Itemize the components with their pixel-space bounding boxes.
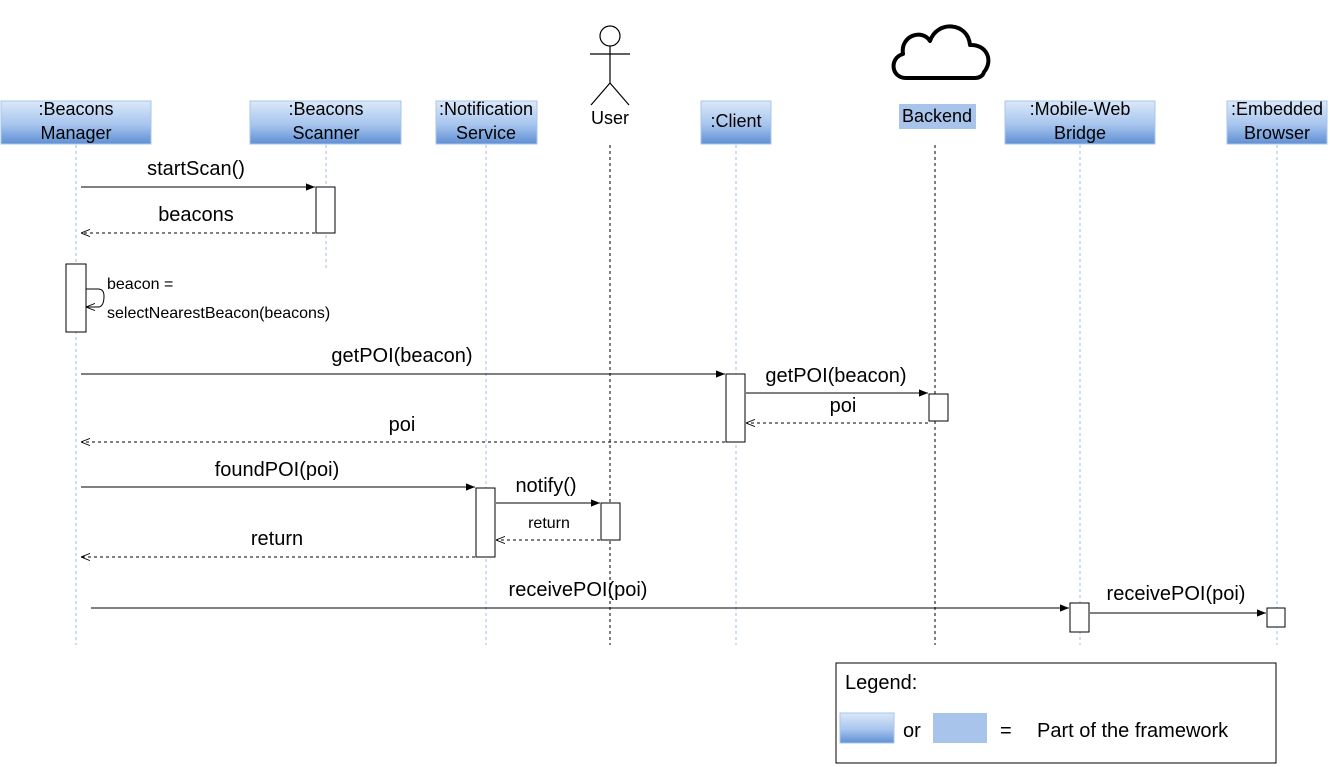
stick-figure-actor-icon xyxy=(590,25,630,106)
message-found-poi-label: foundPOI(poi) xyxy=(215,459,340,481)
message-poi-client-return-label: poi xyxy=(389,414,416,436)
participant-beacons-manager[interactable]: :Beacons Manager xyxy=(0,99,152,145)
message-poi-client-return: poi xyxy=(81,414,725,442)
message-receive-poi-browser-label: receivePOI(poi) xyxy=(1107,583,1246,605)
participant-user-label: User xyxy=(591,108,629,128)
cloud-icon xyxy=(891,24,991,80)
message-notify: notify() xyxy=(496,475,600,507)
message-beacons-return: beacons xyxy=(81,204,315,233)
participant-embedded-browser-line2: Browser xyxy=(1244,123,1310,143)
activation-bars xyxy=(65,186,1286,633)
message-get-poi-client-label: getPOI(beacon) xyxy=(331,345,472,367)
activation-user xyxy=(600,502,621,541)
message-beacons-return-label: beacons xyxy=(158,204,234,226)
activation-notification-service xyxy=(475,487,496,558)
legend-title: Legend: xyxy=(845,672,917,694)
lifelines xyxy=(75,145,1278,645)
message-self-call-line1: beacon = xyxy=(107,276,173,293)
activation-beacons-scanner xyxy=(315,186,336,234)
legend-description: Part of the framework xyxy=(1037,720,1229,742)
participant-beacons-manager-line2: Manager xyxy=(40,123,111,143)
participant-backend-label: Backend xyxy=(902,106,972,126)
participant-embedded-browser[interactable]: :Embedded Browser xyxy=(1226,99,1328,145)
participant-notification-service[interactable]: :Notification Service xyxy=(435,99,538,145)
activation-mobile-web-bridge xyxy=(1069,602,1090,633)
participant-mobile-web-bridge-line1: :Mobile-Web xyxy=(1030,99,1131,119)
participant-mobile-web-bridge-line2: Bridge xyxy=(1054,123,1106,143)
message-start-scan-label: startScan() xyxy=(147,158,245,180)
participant-notification-service-line2: Service xyxy=(456,123,516,143)
participant-backend[interactable]: Backend xyxy=(891,24,991,129)
message-receive-poi-bridge: receivePOI(poi) xyxy=(91,579,1069,612)
legend-or: or xyxy=(903,720,921,742)
message-notify-return: return xyxy=(496,515,600,540)
participant-client[interactable]: :Client xyxy=(700,100,772,145)
message-notify-label: notify() xyxy=(515,475,576,497)
message-get-poi-backend: getPOI(beacon) xyxy=(746,365,928,397)
message-found-poi: foundPOI(poi) xyxy=(81,459,475,491)
message-poi-backend-return-label: poi xyxy=(830,395,857,417)
message-receive-poi-browser: receivePOI(poi) xyxy=(1090,583,1266,617)
participant-embedded-browser-line1: :Embedded xyxy=(1231,99,1323,119)
participant-beacons-scanner[interactable]: :Beacons Scanner xyxy=(249,99,402,145)
message-start-scan: startScan() xyxy=(81,158,315,191)
participant-beacons-scanner-line2: Scanner xyxy=(292,123,359,143)
legend-equals: = xyxy=(1000,720,1012,742)
participant-beacons-manager-line1: :Beacons xyxy=(38,99,113,119)
message-get-poi-backend-label: getPOI(beacon) xyxy=(765,365,906,387)
activation-backend xyxy=(928,393,949,422)
message-notify-return-label: return xyxy=(528,515,570,532)
participant-mobile-web-bridge[interactable]: :Mobile-Web Bridge xyxy=(1004,99,1156,145)
message-receive-poi-bridge-label: receivePOI(poi) xyxy=(509,579,648,601)
participant-notification-service-line1: :Notification xyxy=(439,99,533,119)
activation-embedded-browser xyxy=(1266,607,1286,628)
activation-client xyxy=(725,373,746,443)
participant-user[interactable]: User xyxy=(590,25,630,128)
legend-flat-swatch xyxy=(933,713,987,743)
participant-beacons-scanner-line1: :Beacons xyxy=(288,99,363,119)
legend: Legend: or = Part of the framework xyxy=(835,662,1277,764)
message-poi-backend-return: poi xyxy=(746,395,928,423)
message-found-poi-return-label: return xyxy=(251,528,303,550)
message-found-poi-return: return xyxy=(81,528,475,557)
activation-beacons-manager xyxy=(65,263,87,333)
legend-gradient-swatch xyxy=(839,712,895,744)
message-get-poi-client: getPOI(beacon) xyxy=(81,345,725,378)
message-self-call-line2: selectNearestBeacon(beacons) xyxy=(107,305,330,322)
message-self-call: beacon = selectNearestBeacon(beacons) xyxy=(86,276,330,322)
participant-client-label: :Client xyxy=(710,111,761,131)
